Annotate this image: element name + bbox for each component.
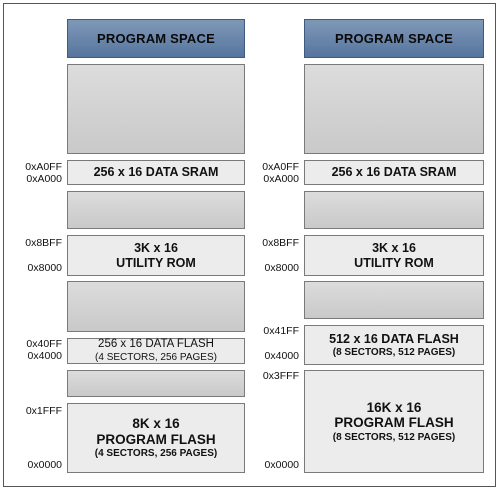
right-addr-sram-top: 0xA0FF: [262, 161, 299, 173]
left-utility-rom-block: 3K x 16 UTILITY ROM: [67, 235, 245, 276]
right-addr-pflash-bottom: 0x0000: [264, 459, 299, 471]
right-program-flash-line3: (8 SECTORS, 512 PAGES): [332, 431, 456, 443]
memory-map-diagram: PROGRAM SPACE 256 x 16 DATA SRAM 3K x 16…: [3, 3, 496, 487]
right-reserved-block-3: [304, 281, 484, 319]
left-reserved-block-1: [67, 64, 245, 154]
left-data-sram-block: 256 x 16 DATA SRAM: [67, 160, 245, 185]
right-utility-rom-block: 3K x 16 UTILITY ROM: [304, 235, 484, 276]
right-data-flash-line1: 512 x 16 DATA FLASH: [329, 331, 459, 346]
right-data-flash-line2: (8 SECTORS, 512 PAGES): [332, 346, 456, 358]
right-addr-dflash-bottom: 0x4000: [264, 350, 299, 362]
right-addr-rom-top: 0x8BFF: [262, 237, 299, 249]
left-utility-rom-line1: 3K x 16: [134, 241, 178, 256]
right-program-flash-block: 16K x 16 PROGRAM FLASH (8 SECTORS, 512 P…: [304, 370, 484, 473]
left-data-sram-label: 256 x 16 DATA SRAM: [93, 165, 219, 180]
left-program-flash-block: 8K x 16 PROGRAM FLASH (4 SECTORS, 256 PA…: [67, 403, 245, 473]
left-program-flash-line3: (4 SECTORS, 256 PAGES): [94, 448, 218, 460]
left-program-flash-line2: PROGRAM FLASH: [96, 431, 216, 447]
right-addr-rom-bottom: 0x8000: [264, 262, 299, 274]
left-header-label: PROGRAM SPACE: [97, 31, 215, 46]
right-data-sram-label: 256 x 16 DATA SRAM: [331, 165, 457, 180]
left-utility-rom-line2: UTILITY ROM: [116, 255, 196, 270]
left-program-space-header: PROGRAM SPACE: [67, 19, 245, 58]
right-addr-pflash-top: 0x3FFF: [262, 370, 299, 382]
right-program-flash-line2: PROGRAM FLASH: [334, 415, 454, 431]
right-reserved-block-2: [304, 191, 484, 229]
right-reserved-block-1: [304, 64, 484, 154]
right-data-flash-block: 512 x 16 DATA FLASH (8 SECTORS, 512 PAGE…: [304, 325, 484, 365]
right-addr-dflash-top: 0x41FF: [263, 325, 299, 337]
right-data-sram-block: 256 x 16 DATA SRAM: [304, 160, 484, 185]
left-addr-sram-bottom: 0xA000: [26, 173, 62, 185]
left-data-flash-line2: (4 SECTORS, 256 PAGES): [95, 352, 217, 364]
right-utility-rom-line2: UTILITY ROM: [354, 255, 434, 270]
left-reserved-block-2: [67, 191, 245, 229]
right-program-flash-line1: 16K x 16: [366, 399, 422, 415]
left-program-flash-line1: 8K x 16: [132, 416, 180, 432]
right-addr-sram-bottom: 0xA000: [263, 173, 299, 185]
right-utility-rom-line1: 3K x 16: [372, 241, 416, 256]
left-addr-rom-top: 0x8BFF: [25, 237, 62, 249]
right-program-space-header: PROGRAM SPACE: [304, 19, 484, 58]
left-addr-pflash-top: 0x1FFF: [25, 405, 62, 417]
right-header-label: PROGRAM SPACE: [335, 31, 453, 46]
left-reserved-block-3: [67, 281, 245, 332]
left-addr-rom-bottom: 0x8000: [27, 262, 62, 274]
left-addr-dflash-top: 0x40FF: [26, 338, 62, 350]
left-addr-pflash-bottom: 0x0000: [27, 459, 62, 471]
left-reserved-block-4: [67, 370, 245, 397]
left-addr-sram-top: 0xA0FF: [25, 161, 62, 173]
left-data-flash-block: 256 x 16 DATA FLASH (4 SECTORS, 256 PAGE…: [67, 338, 245, 364]
left-data-flash-line1: 256 x 16 DATA FLASH: [98, 338, 214, 351]
left-addr-dflash-bottom: 0x4000: [27, 350, 62, 362]
